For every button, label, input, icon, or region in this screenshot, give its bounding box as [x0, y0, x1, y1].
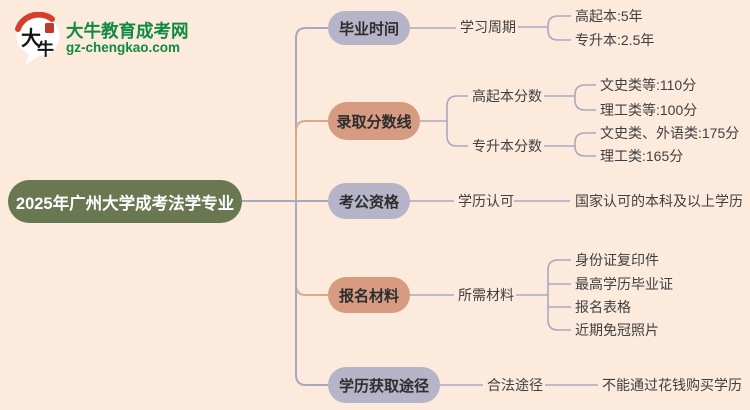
branch-application-materials: 报名材料 — [328, 277, 410, 313]
connector-branch-graduation — [242, 27, 328, 202]
leaf-application-form: 报名表格 — [575, 299, 631, 315]
node-legal-path: 合法途径 — [487, 377, 543, 393]
node-zhuanshengben-score: 专升本分数 — [472, 138, 542, 154]
node-required-materials: 所需材料 — [458, 287, 514, 303]
leaf-science-165: 理工类:165分 — [600, 148, 684, 164]
branch-diploma-path: 学历获取途径 — [328, 367, 440, 403]
leaf-science-100: 理工类等:100分 — [600, 102, 698, 118]
logo-seal-icon — [45, 23, 54, 33]
node-study-cycle: 学习周期 — [460, 19, 516, 35]
leaf-highest-diploma: 最高学历毕业证 — [575, 276, 673, 292]
branch-admission-scores: 录取分数线 — [328, 102, 420, 140]
connector-branch-diploma — [242, 200, 328, 386]
leaf-liberal-foreign-175: 文史类、外语类:175分 — [600, 125, 740, 141]
site-url: gz-chengkao.com — [66, 40, 181, 55]
logo-char-da: 大 — [21, 27, 41, 50]
logo-bubble-icon: 大 牛 — [15, 12, 60, 65]
node-degree-recognition: 学历认可 — [458, 193, 514, 209]
branch-civil-service: 考公资格 — [328, 183, 410, 219]
leaf-liberal-110: 文史类等:110分 — [600, 77, 697, 93]
logo-char-niu: 牛 — [37, 39, 54, 59]
leaf-zhuanshengben-2-5years: 专升本:2.5年 — [575, 32, 655, 48]
connector-branch-materials — [242, 200, 328, 296]
site-logo[interactable]: 大 牛 大牛教育成考网 gz-chengkao.com — [14, 10, 244, 68]
node-gaoqiben-score: 高起本分数 — [472, 88, 542, 104]
leaf-recent-photo: 近期免冠照片 — [575, 322, 659, 338]
branch-graduation-time: 毕业时间 — [328, 11, 410, 45]
leaf-state-recognized-degree: 国家认可的本科及以上学历 — [575, 193, 743, 209]
site-name: 大牛教育成考网 — [66, 21, 189, 41]
root-topic: 2025年广州大学成考法学专业 — [8, 180, 242, 223]
connector-branch-scores — [242, 120, 328, 202]
leaf-cannot-buy-diploma: 不能通过花钱购买学历 — [602, 377, 742, 393]
leaf-id-copy: 身份证复印件 — [575, 252, 659, 268]
leaf-gaoqiben-5years: 高起本:5年 — [575, 8, 643, 24]
